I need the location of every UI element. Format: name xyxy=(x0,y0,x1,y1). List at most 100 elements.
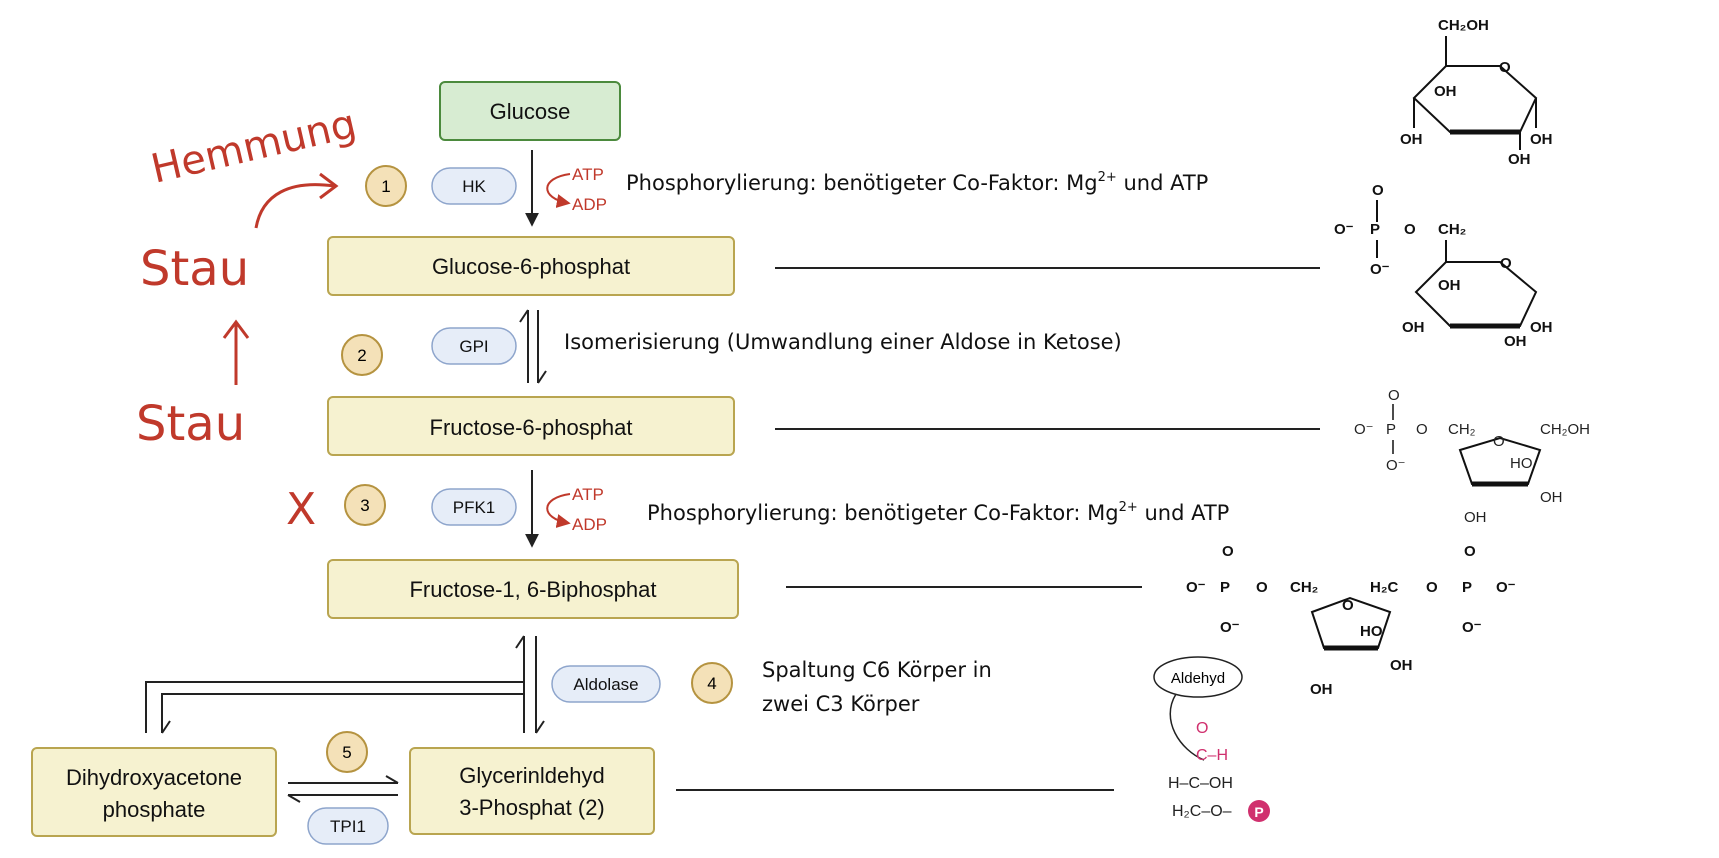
phosphate-circle-label: P xyxy=(1254,804,1263,820)
svg-text:O: O xyxy=(1372,182,1384,199)
svg-text:O: O xyxy=(1342,597,1354,614)
note-step4-line1: Spaltung C6 Körper in xyxy=(762,658,992,682)
f16bp-label: Fructose-1, 6-Biphosphat xyxy=(409,577,656,602)
glucose-label: Glucose xyxy=(490,99,571,124)
stau-annotation-top: Stau xyxy=(140,241,249,297)
svg-text:CH₂: CH₂ xyxy=(1448,421,1476,438)
svg-text:O: O xyxy=(1256,579,1268,596)
aldehyd-bubble-label: Aldehyd xyxy=(1171,670,1225,687)
svg-text:O⁻: O⁻ xyxy=(1370,261,1390,278)
note-step4-line2: zwei C3 Körper xyxy=(762,692,920,716)
f6p-label: Fructose-6-phosphat xyxy=(430,415,633,440)
svg-text:5: 5 xyxy=(342,743,351,762)
svg-text:O⁻: O⁻ xyxy=(1186,579,1206,596)
svg-text:OH: OH xyxy=(1390,657,1413,674)
svg-text:1: 1 xyxy=(381,177,390,196)
dhap-label-line2: phosphate xyxy=(103,797,206,822)
svg-text:H–C–OH: H–C–OH xyxy=(1168,775,1233,792)
hemmung-arrow-head xyxy=(319,172,339,200)
step-1-badge: 1 xyxy=(365,165,407,207)
svg-text:OH: OH xyxy=(1402,319,1425,336)
stau-annotation-bottom: Stau xyxy=(136,396,245,452)
aldolase-split-arrows xyxy=(145,635,545,734)
svg-text:HK: HK xyxy=(462,177,486,196)
svg-text:2: 2 xyxy=(357,346,366,365)
step-4-badge: 4 xyxy=(691,662,733,704)
svg-text:PFK1: PFK1 xyxy=(453,498,496,517)
note-step1: Phosphorylierung: benötigeter Co-Faktor:… xyxy=(626,170,1208,195)
svg-text:O: O xyxy=(1499,59,1511,76)
svg-text:O⁻: O⁻ xyxy=(1496,579,1516,596)
gap-label-line1: Glycerinldehyd xyxy=(459,763,605,788)
dhap-box: Dihydroxyacetone xyxy=(31,747,277,837)
svg-text:O: O xyxy=(1464,543,1476,560)
enzyme-aldolase: Aldolase xyxy=(551,665,661,703)
svg-text:OH: OH xyxy=(1310,681,1333,698)
svg-text:O: O xyxy=(1388,387,1400,404)
f6p-box: Fructose-6-phosphat xyxy=(327,396,735,456)
svg-text:CH₂OH: CH₂OH xyxy=(1438,17,1489,34)
tpi-equilibrium xyxy=(287,775,399,803)
g6p-structure: O O⁻ P O CH₂ O⁻ O OH OH OH OH xyxy=(1334,182,1553,350)
g6p-box: Glucose-6-phosphat xyxy=(327,236,735,296)
atp-adp-curve-3 xyxy=(546,493,571,528)
step-5-badge: 5 xyxy=(326,731,368,773)
svg-text:C–H: C–H xyxy=(1196,747,1228,764)
svg-text:P: P xyxy=(1386,421,1396,438)
svg-text:CH₂OH: CH₂OH xyxy=(1540,421,1590,438)
note-step3: Phosphorylierung: benötigeter Co-Faktor:… xyxy=(647,500,1229,525)
svg-text:O⁻: O⁻ xyxy=(1386,457,1406,474)
f16bp-box: Fructose-1, 6-Biphosphat xyxy=(327,559,739,619)
svg-text:OH: OH xyxy=(1438,277,1461,294)
up-arrow-handwritten xyxy=(222,319,250,385)
note-step2: Isomerisierung (Umwandlung einer Aldose … xyxy=(564,330,1122,354)
step-3-badge: 3 xyxy=(344,484,386,526)
svg-text:O: O xyxy=(1196,720,1208,737)
svg-text:P: P xyxy=(1462,579,1472,596)
svg-text:O: O xyxy=(1500,255,1512,272)
enzyme-gpi: GPI xyxy=(431,327,517,365)
atp-adp-curve-1 xyxy=(546,173,571,208)
svg-text:OH: OH xyxy=(1464,509,1487,526)
glucose-structure: CH₂OH O OH OH OH OH xyxy=(1400,17,1553,168)
svg-text:CH₂: CH₂ xyxy=(1438,221,1466,238)
svg-text:OH: OH xyxy=(1434,83,1457,100)
svg-text:O⁻: O⁻ xyxy=(1354,421,1374,438)
svg-text:P: P xyxy=(1370,221,1380,238)
svg-text:OH: OH xyxy=(1508,151,1531,168)
svg-text:O: O xyxy=(1493,433,1505,450)
svg-text:Aldolase: Aldolase xyxy=(573,675,638,694)
glucose-box: Glucose xyxy=(439,81,621,141)
gap-structure: Aldehyd O C–H H–C–OH H₂C–O– P xyxy=(1153,656,1270,822)
gap-box: Glycerinldehyd xyxy=(409,747,655,835)
svg-text:O: O xyxy=(1404,221,1416,238)
dhap-label-line1: Dihydroxyacetone xyxy=(66,765,242,790)
atp-label-1: ATP xyxy=(572,165,604,184)
enzyme-hk: HK xyxy=(431,167,517,205)
equilibrium-arrow-2 xyxy=(519,309,547,384)
svg-text:OH: OH xyxy=(1504,333,1527,350)
svg-text:H₂C–O–: H₂C–O– xyxy=(1172,803,1232,820)
f16bp-structure: O O⁻ P O CH₂ O⁻ O H₂C O P O O⁻ O⁻ HO OH … xyxy=(1186,543,1516,698)
svg-text:3: 3 xyxy=(360,496,369,515)
svg-text:CH₂: CH₂ xyxy=(1290,579,1318,596)
hemmung-arrow xyxy=(254,183,335,229)
adp-label-1: ADP xyxy=(572,195,607,214)
f6p-structure: O O⁻ P O CH₂ O⁻ O CH₂OH HO OH OH xyxy=(1354,387,1590,526)
gap-label-line2: 3-Phosphat (2) xyxy=(459,795,605,820)
svg-text:O⁻: O⁻ xyxy=(1334,221,1354,238)
g6p-label: Glucose-6-phosphat xyxy=(432,254,630,279)
enzyme-tpi1: TPI1 xyxy=(307,807,389,845)
svg-text:TPI1: TPI1 xyxy=(330,817,366,836)
svg-text:OH: OH xyxy=(1540,489,1563,506)
svg-text:4: 4 xyxy=(707,674,716,693)
adp-label-3: ADP xyxy=(572,515,607,534)
svg-text:O⁻: O⁻ xyxy=(1462,619,1482,636)
svg-text:O: O xyxy=(1426,579,1438,596)
svg-text:OH: OH xyxy=(1530,131,1553,148)
svg-text:OH: OH xyxy=(1400,131,1423,148)
svg-text:O⁻: O⁻ xyxy=(1220,619,1240,636)
svg-text:HO: HO xyxy=(1510,455,1533,472)
cross-mark: X xyxy=(286,484,316,535)
